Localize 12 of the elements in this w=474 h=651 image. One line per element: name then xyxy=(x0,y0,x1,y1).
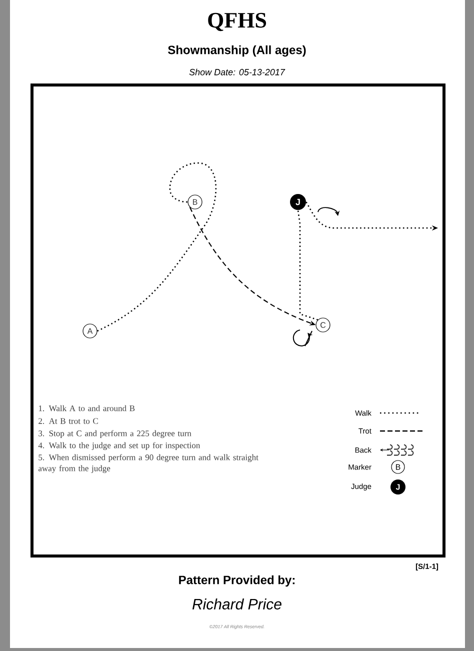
path-line xyxy=(297,210,318,320)
author-name: Richard Price xyxy=(192,598,282,610)
title: QFHS xyxy=(208,12,266,32)
credit-heading: Pattern Provided by: xyxy=(179,575,294,587)
instruction-text: 5. When dismissed perform a 90 degree turn and walk straight away from the judge xyxy=(38,454,258,474)
path-line xyxy=(97,162,216,332)
show-date: Show Date: 05-13-2017 xyxy=(189,68,286,76)
instruction-text: 2. At B trot to C xyxy=(38,418,98,424)
instruction-text: 3. Stop at C and perform a 225 degree turn xyxy=(38,430,192,438)
subtitle: Showmanship (All ages) xyxy=(168,45,306,57)
instruction-text: 4. Walk to the judge and set up for inspection xyxy=(38,442,200,450)
instruction-text: 1. Walk A to and around B xyxy=(38,405,135,412)
